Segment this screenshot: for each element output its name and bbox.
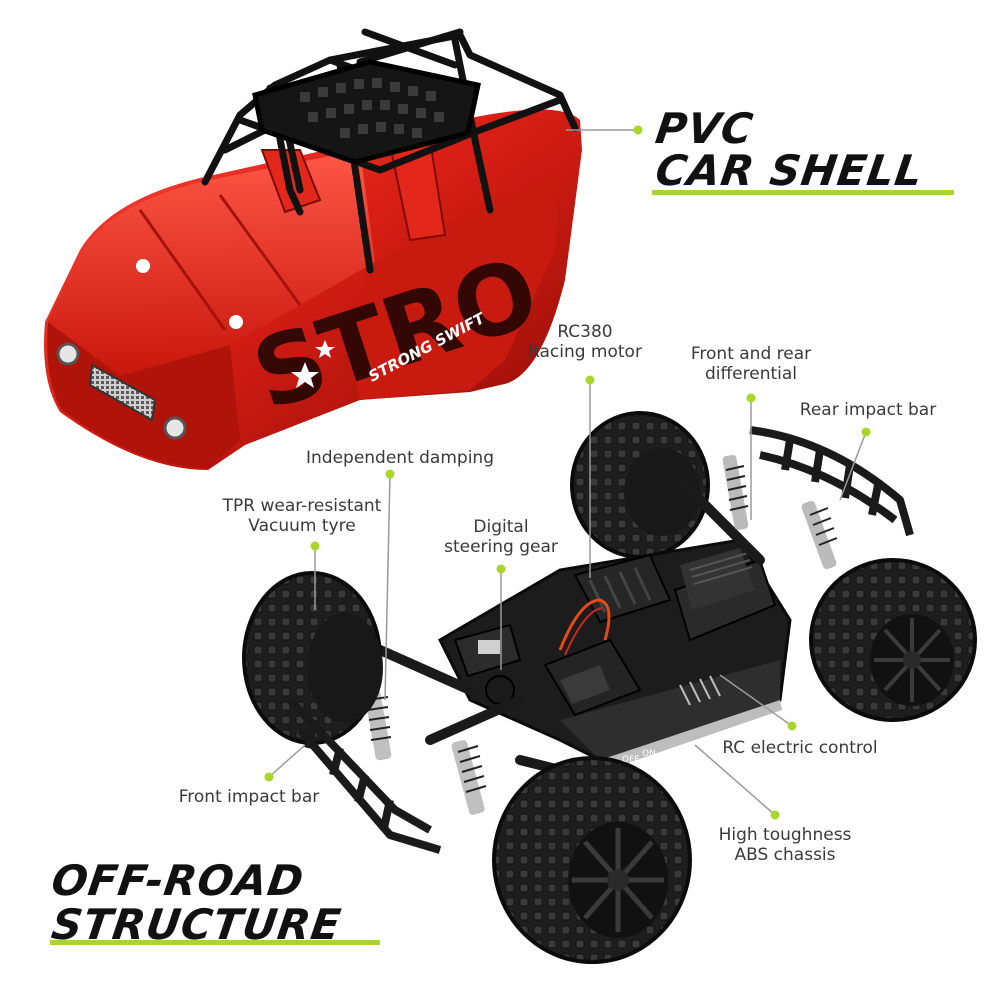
callout-differential: Front and rear differential <box>682 344 820 384</box>
callout-differential-line1: Front and rear <box>690 344 812 364</box>
green-dot-icon <box>310 541 320 551</box>
wheel-front-left <box>242 571 383 745</box>
callout-motor: RC380 Racing motor <box>528 322 642 362</box>
callout-rear-impact-bar: Rear impact bar <box>799 400 937 420</box>
callout-chassis: High toughness ABS chassis <box>714 825 856 865</box>
leader-chassis <box>694 744 776 816</box>
callout-motor-line2: Racing motor <box>528 342 642 362</box>
callout-chassis-line2: ABS chassis <box>734 845 836 865</box>
headline-car-shell: CAR SHELL <box>652 146 927 195</box>
callout-tyre-line2: Vacuum tyre <box>248 516 356 536</box>
leader-rear-impact-bar <box>839 431 867 501</box>
green-dot-icon <box>787 721 797 731</box>
callout-front-impact-bar: Front impact bar <box>178 787 320 807</box>
green-dot-icon <box>861 427 871 437</box>
leader-rc-electric-control <box>719 674 793 727</box>
shell-roof-rack <box>252 59 481 165</box>
callout-motor-line1: RC380 <box>557 322 613 342</box>
callout-tyre-line1: TPR wear-resistant <box>222 496 382 516</box>
green-dot-icon <box>770 810 780 820</box>
green-dot-icon <box>496 564 506 574</box>
callout-independent-damping: Independent damping <box>305 448 494 468</box>
headline-off-road: OFF-ROAD <box>48 856 308 905</box>
green-dot-icon <box>264 772 274 782</box>
green-dot-icon <box>385 469 395 479</box>
rear-shocks <box>722 454 838 570</box>
rear-impact-bar-part <box>749 426 914 537</box>
wheel-front-right <box>492 756 692 964</box>
callout-tyre: TPR wear-resistant Vacuum tyre <box>218 496 386 536</box>
switch-off-label: OFF <box>622 755 639 765</box>
callout-chassis-line1: High toughness <box>718 825 852 845</box>
green-dot-icon <box>746 393 756 403</box>
front-impact-bar-part <box>287 697 442 854</box>
wheel-rear-left <box>570 411 710 559</box>
callout-differential-line2: differential <box>704 364 798 384</box>
callout-steering-line2: steering gear <box>444 537 558 557</box>
headline-car-shell-underline <box>652 190 954 195</box>
callout-rc-electric-control: RC electric control <box>722 738 878 758</box>
leader-front-impact-bar <box>268 744 306 778</box>
leader-independent-damping <box>384 473 391 701</box>
green-dot-icon <box>585 375 595 385</box>
callout-steering-line1: Digital <box>473 517 529 537</box>
switch-on-label: ON <box>642 749 656 759</box>
green-dot-icon <box>633 125 643 135</box>
callout-steering: Digital steering gear <box>440 517 562 557</box>
wheel-rear-right <box>809 558 977 722</box>
headline-structure-underline <box>50 940 380 945</box>
